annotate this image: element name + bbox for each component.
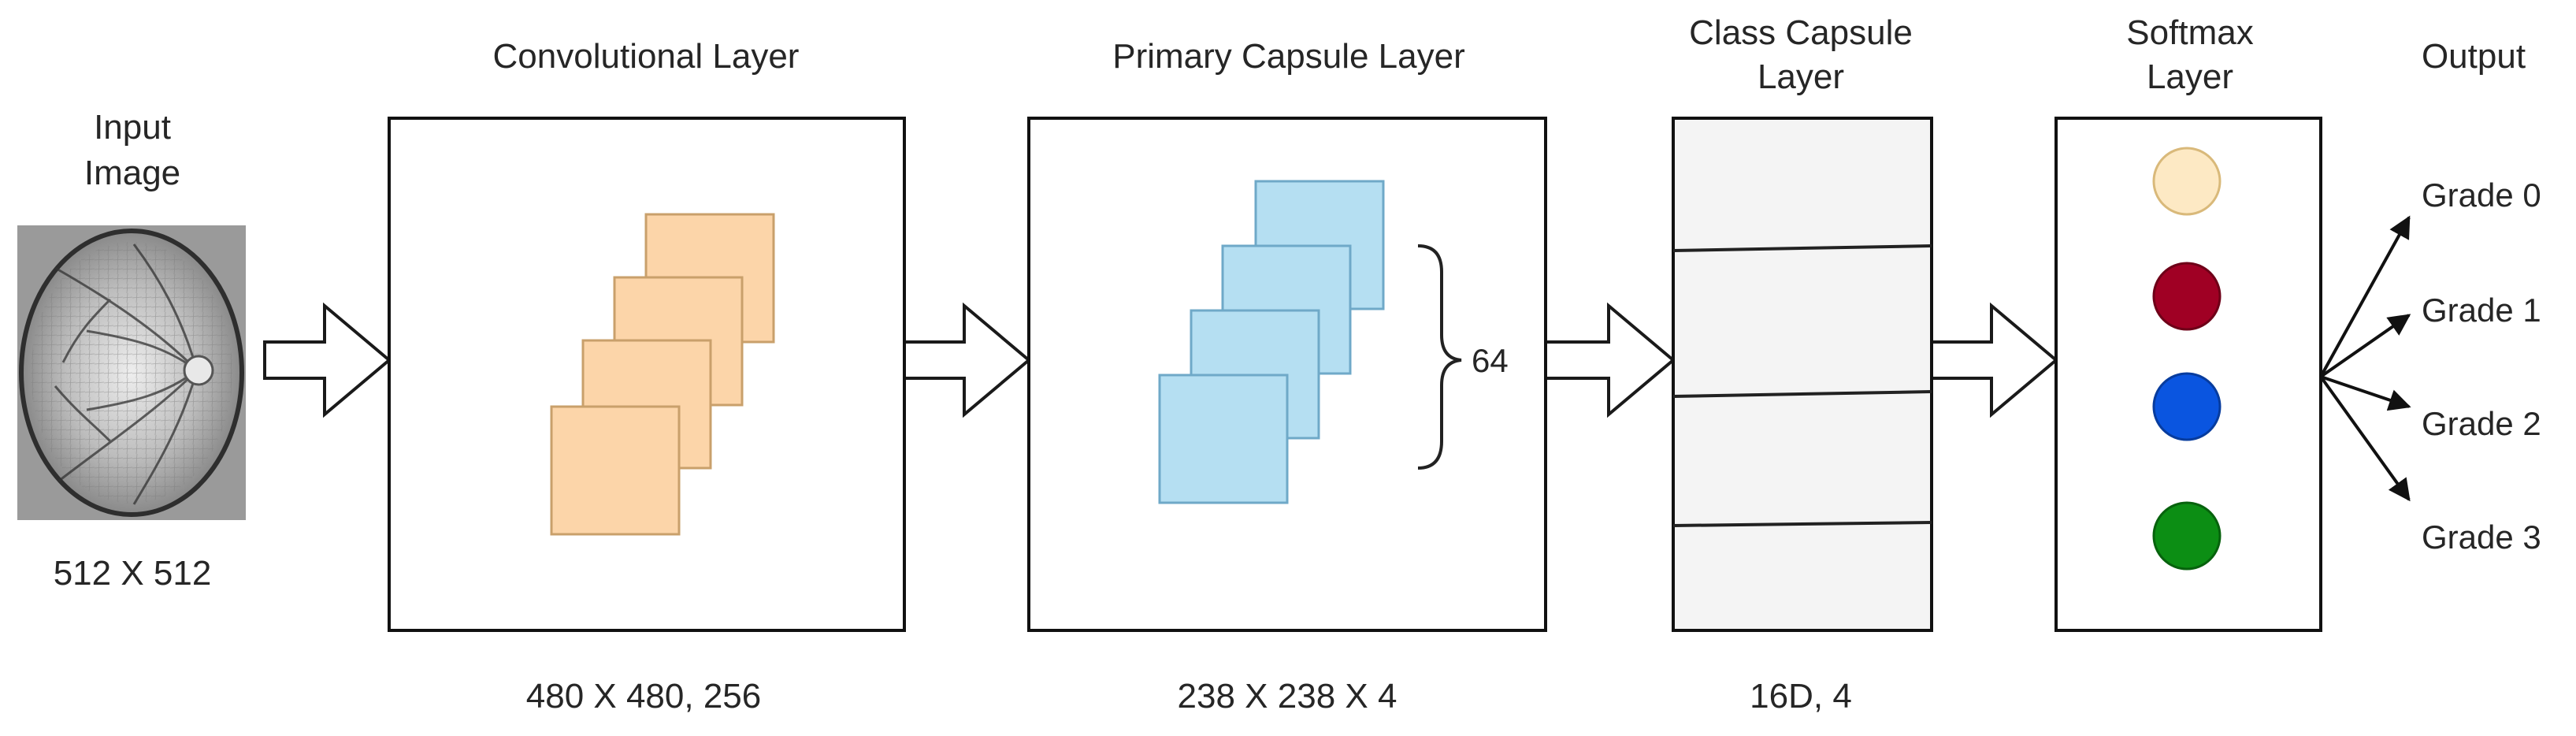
- input-title: Input: [94, 108, 171, 147]
- conv-dims-label: 480 X 480, 256: [526, 677, 761, 716]
- grade-2-circle: [2152, 372, 2222, 441]
- capsule-count-label: 64: [1472, 342, 1509, 379]
- arrow-conv-to-primary: [903, 302, 1032, 418]
- softmax-title: Softmax: [2126, 13, 2253, 52]
- flow-arrows: [263, 302, 2059, 418]
- class-caps-dims-label: 16D, 4: [1750, 677, 1852, 716]
- grade-3-label: Grade 3: [2422, 519, 2541, 556]
- arrow-class-to-softmax: [1930, 302, 2059, 418]
- capsule-map: [1158, 374, 1289, 504]
- class-caps-title-line2: Layer: [1758, 58, 1844, 96]
- softmax-outputs: [2152, 147, 2222, 571]
- conv-layer-title: Convolutional Layer: [493, 37, 800, 76]
- conv-map: [550, 405, 681, 536]
- primary-caps-title: Primary Capsule Layer: [1112, 37, 1465, 76]
- grade-2-label: Grade 2: [2422, 405, 2541, 442]
- primary-caps-dims-label: 238 X 238 X 4: [1178, 677, 1397, 716]
- output-title: Output: [2422, 37, 2526, 76]
- grade-1-circle: [2152, 262, 2222, 331]
- arrow-input-to-conv: [263, 302, 392, 418]
- softmax-title-line2: Layer: [2147, 58, 2233, 96]
- class-caps-title: Class Capsule: [1689, 13, 1913, 52]
- input-title-line2: Image: [84, 154, 180, 192]
- capsule-count-brace: [1417, 244, 1462, 470]
- grade-0-label: Grade 0: [2422, 177, 2541, 214]
- fundus-image: [17, 225, 246, 520]
- conv-feature-maps: [550, 213, 775, 536]
- grade-1-label: Grade 1: [2422, 292, 2541, 329]
- input-size-label: 512 X 512: [54, 554, 212, 593]
- class-caps-box: [1672, 117, 1933, 632]
- grade-3-circle: [2152, 501, 2222, 571]
- class-caps-dividers: [1672, 244, 1932, 527]
- primary-capsule-maps: [1158, 180, 1385, 504]
- output-arrows: [2319, 215, 2411, 502]
- arrow-primary-to-class: [1544, 302, 1676, 418]
- grade-0-circle: [2152, 147, 2222, 216]
